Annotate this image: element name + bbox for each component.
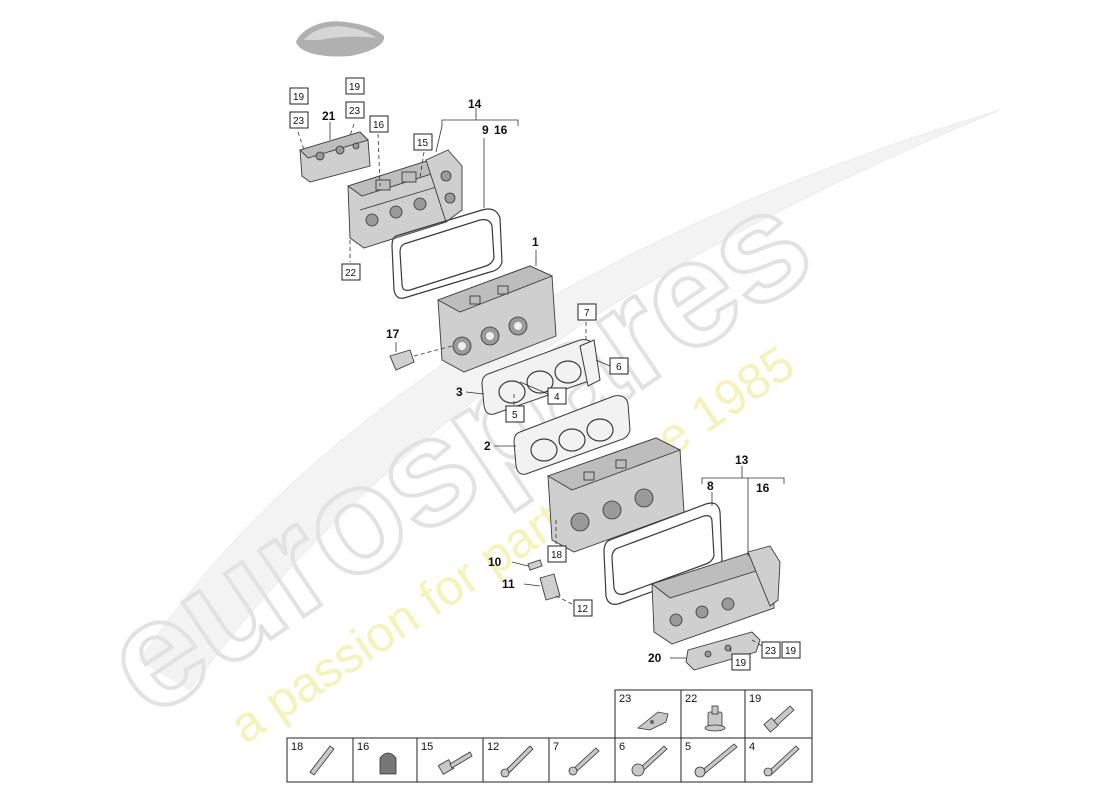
box-16: 16: [369, 115, 389, 133]
svg-text:6: 6: [616, 362, 622, 373]
svg-text:16: 16: [357, 741, 369, 753]
callout-11: 11: [502, 577, 515, 591]
callout-3: 3: [456, 385, 463, 399]
svg-text:7: 7: [553, 741, 559, 753]
box-23-b: 23: [345, 101, 365, 119]
box-7: 7: [577, 303, 597, 321]
lower-cam-carrier: [651, 545, 781, 645]
callout-1: 1: [532, 235, 539, 249]
part-2-gasket: [513, 395, 631, 475]
svg-text:23: 23: [349, 106, 361, 117]
leader-lines: [297, 108, 785, 659]
hw-cell-22: 22: [680, 689, 746, 739]
svg-text:19: 19: [293, 92, 305, 103]
box-23-a: 23: [289, 111, 309, 129]
car-silhouette-icon: [296, 21, 385, 57]
hw-cell-18: 18: [286, 737, 354, 783]
box-19-c: 19: [731, 653, 751, 671]
svg-text:12: 12: [577, 604, 589, 615]
svg-text:18: 18: [551, 550, 563, 561]
box-19-d: 19: [781, 641, 801, 659]
hw-cell-7: 7: [548, 737, 616, 783]
hw-cell-16: 16: [352, 737, 418, 783]
hw-cell-5: 5: [680, 737, 746, 783]
box-19-a: 19: [289, 87, 309, 105]
callout-21: 21: [322, 109, 336, 123]
hw-cell-23: 23: [614, 689, 682, 739]
svg-text:4: 4: [554, 392, 560, 403]
box-23-c: 23: [761, 641, 781, 659]
svg-text:19: 19: [349, 82, 361, 93]
bolt-icon: [763, 745, 800, 777]
svg-text:12: 12: [487, 741, 499, 753]
box-4: 4: [547, 387, 567, 405]
svg-text:23: 23: [619, 693, 631, 705]
box-6: 6: [609, 357, 629, 375]
plug-cap-icon: [379, 752, 397, 775]
lower-cylinder-head: [546, 437, 685, 553]
box-12: 12: [573, 599, 593, 617]
svg-text:18: 18: [291, 741, 303, 753]
svg-text:15: 15: [421, 741, 433, 753]
box-15: 15: [413, 133, 433, 151]
callout-14: 14: [468, 97, 482, 111]
callout-13: 13: [735, 453, 749, 467]
svg-text:22: 22: [685, 693, 697, 705]
part-1-cylinder-head: [436, 265, 557, 373]
svg-text:15: 15: [417, 138, 429, 149]
flange-screw-icon: [631, 745, 668, 777]
callout-16-top: 16: [494, 123, 508, 137]
box-18: 18: [547, 545, 567, 563]
svg-text:4: 4: [749, 741, 755, 753]
part-10-11-adjuster: [527, 559, 561, 601]
part-6-seal: [579, 339, 601, 387]
flange-bolt-icon: [763, 705, 795, 733]
head-bolt-icon: [694, 743, 738, 778]
svg-text:5: 5: [512, 410, 518, 421]
box-22: 22: [341, 263, 361, 281]
long-bolt-icon: [500, 745, 534, 778]
stud-nut-icon: [704, 705, 726, 732]
box-19-b: 19: [345, 77, 365, 95]
svg-text:19: 19: [735, 658, 747, 669]
boxed-callouts: 19 23 19 23 16 15 22 7 6 4 5 18 12 19 23…: [289, 77, 801, 671]
svg-text:6: 6: [619, 741, 625, 753]
part-20-housing: [685, 631, 761, 671]
callout-10: 10: [488, 555, 502, 569]
upper-camshaft-assembly: [299, 131, 503, 299]
box-5: 5: [505, 405, 525, 423]
svg-text:22: 22: [345, 268, 357, 279]
svg-text:19: 19: [785, 646, 797, 657]
svg-text:5: 5: [685, 741, 691, 753]
hw-cell-6: 6: [614, 737, 682, 783]
svg-text:19: 19: [749, 693, 761, 705]
bracket-clip-icon: [637, 711, 669, 731]
hardware-table: 23 22 19 18 16: [286, 689, 813, 783]
callout-16-bottom: 16: [756, 481, 770, 495]
dowel-pin-icon: [309, 745, 335, 776]
callout-20: 20: [648, 651, 662, 665]
svg-text:23: 23: [293, 116, 305, 127]
hex-bolt-icon: [437, 751, 473, 775]
callout-2: 2: [484, 439, 491, 453]
callout-9: 9: [482, 123, 489, 137]
timing-cover: [425, 149, 463, 223]
callout-numbers: 14 9 16 21 1 17 3 2 13 8 16 10 11 20: [322, 97, 770, 665]
hw-cell-4: 4: [744, 737, 813, 783]
hw-cell-19: 19: [744, 689, 813, 739]
svg-text:23: 23: [765, 646, 777, 657]
callout-17: 17: [386, 327, 400, 341]
screw-icon: [568, 747, 600, 776]
part-21-housing: [299, 131, 371, 183]
part-9-gasket: [391, 208, 503, 299]
svg-text:7: 7: [584, 308, 590, 319]
hw-cell-12: 12: [482, 737, 550, 783]
part-17-sensor: [389, 345, 453, 371]
hw-cell-15: 15: [416, 737, 484, 783]
callout-8: 8: [707, 479, 714, 493]
svg-text:16: 16: [373, 120, 385, 131]
cam-carrier: [347, 159, 447, 249]
